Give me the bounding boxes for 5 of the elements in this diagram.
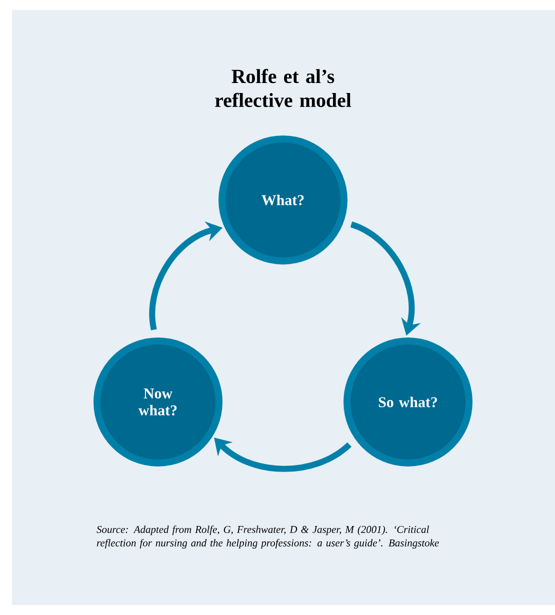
circle-node: Now what? <box>94 338 222 466</box>
title: Rolfe et al’s reflective model <box>215 68 352 108</box>
source-note: Source: Adapted from Rolfe, G, Freshwater, D & Jasper, M (2001). ‘Critical reflection for nursing and the helping professions: a user’s guide’. Basingstoke <box>96 526 439 549</box>
circle-node: What? <box>218 136 348 264</box>
circle-node: So what? <box>344 338 472 466</box>
